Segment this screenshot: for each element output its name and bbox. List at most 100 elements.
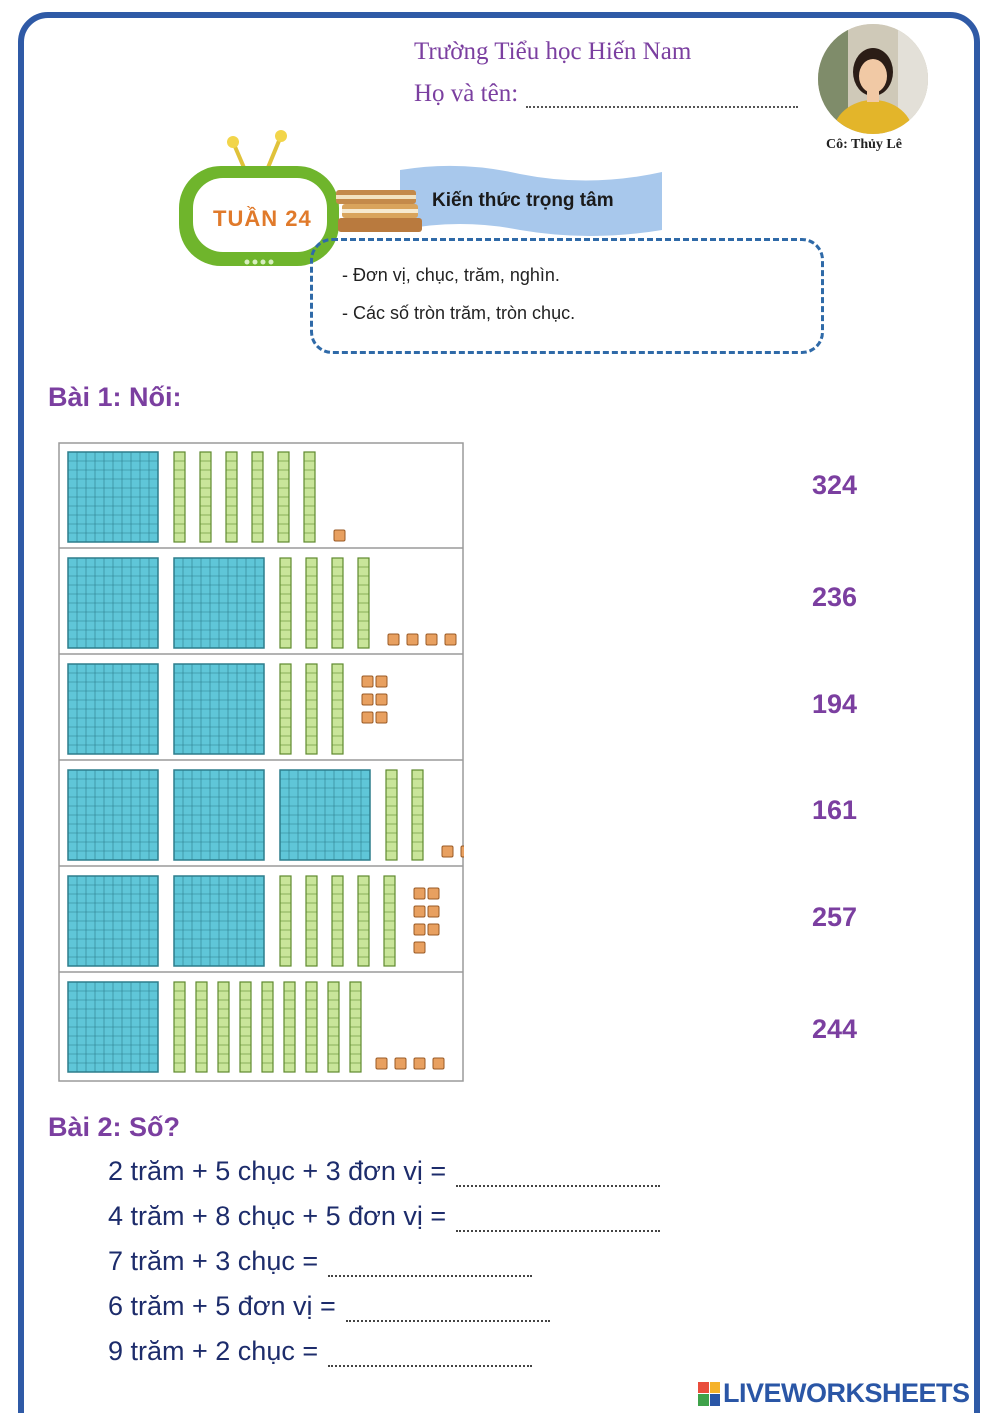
ten-rod [331, 663, 344, 755]
liveworksheets-logo-icon [698, 1381, 720, 1406]
answer-number[interactable]: 236 [812, 582, 858, 612]
hundred-block [67, 663, 159, 755]
hundred-block [67, 981, 159, 1073]
tv-icon [179, 130, 339, 266]
week-label: TUẦN 24 [213, 206, 312, 231]
answer-field[interactable] [345, 1308, 550, 1322]
ten-rod [411, 769, 424, 861]
ten-rod [383, 875, 396, 967]
equation-row: 2 trăm + 5 chục + 3 đơn vị = [108, 1156, 661, 1187]
unit-cube [387, 633, 400, 646]
hundred-block [67, 875, 159, 967]
hundred-block [173, 557, 265, 649]
teacher-name: Cô: Thủy Lê [826, 137, 902, 152]
ten-rod [305, 981, 318, 1073]
unit-cube [460, 845, 464, 858]
unit-cube [361, 675, 374, 688]
teacher-avatar [818, 24, 928, 134]
brand-name: LIVEWORKSHEETS [723, 1378, 970, 1408]
equation-text: 9 trăm + 2 chục = [108, 1336, 319, 1366]
ten-rod [277, 451, 290, 543]
unit-cube [375, 711, 388, 724]
student-name-row: Họ và tên: [414, 80, 799, 108]
ten-rod [239, 981, 252, 1073]
student-name-field[interactable] [526, 90, 799, 108]
answer-number[interactable]: 324 [812, 470, 858, 500]
ten-rod [173, 451, 186, 543]
ten-rod [357, 875, 370, 967]
ten-rod [251, 451, 264, 543]
ten-rod [327, 981, 340, 1073]
answer-field[interactable] [328, 1353, 533, 1367]
ten-rod [279, 557, 292, 649]
unit-cube [394, 1057, 407, 1070]
key-point: - Các số tròn trăm, tròn chục. [342, 303, 576, 323]
ten-rod [217, 981, 230, 1073]
ten-rod [261, 981, 274, 1073]
hundred-block [173, 875, 265, 967]
ten-rod [225, 451, 238, 543]
unit-cube [333, 529, 346, 542]
answer-field[interactable] [328, 1263, 533, 1277]
unit-cube [361, 711, 374, 724]
key-point: - Đơn vị, chục, trăm, nghìn. [342, 265, 560, 285]
exercise-2-title: Bài 2: Số? [48, 1112, 181, 1142]
unit-cube [375, 1057, 388, 1070]
unit-cube [375, 693, 388, 706]
equation-text: 2 trăm + 5 chục + 3 đơn vị = [108, 1156, 447, 1186]
ten-rod [283, 981, 296, 1073]
blocks-table-border [58, 442, 464, 1082]
equation-row: 9 trăm + 2 chục = [108, 1336, 533, 1367]
hundred-block [67, 769, 159, 861]
unit-cube [444, 633, 457, 646]
school-name: Trường Tiểu học Hiến Nam [414, 38, 692, 65]
hundred-block [173, 663, 265, 755]
unit-cube [427, 923, 440, 936]
liveworksheets-brand: LIVEWORKSHEETS [698, 1378, 970, 1409]
exercise-1-title: Bài 1: Nối: [48, 382, 182, 412]
equation-row: 4 trăm + 8 chục + 5 đơn vị = [108, 1201, 661, 1232]
ten-rod [279, 663, 292, 755]
hundred-block [173, 769, 265, 861]
ten-rod [357, 557, 370, 649]
equation-text: 6 trăm + 5 đơn vị = [108, 1291, 336, 1321]
ten-rod [349, 981, 362, 1073]
base-ten-blocks-table [58, 442, 464, 1082]
ten-rod [173, 981, 186, 1073]
ten-rod [303, 451, 316, 543]
equation-row: 7 trăm + 3 chục = [108, 1246, 533, 1277]
key-points-box [310, 238, 824, 354]
answer-number[interactable]: 161 [812, 795, 858, 825]
banner-title: Kiến thức trọng tâm [432, 190, 614, 211]
ten-rod [305, 875, 318, 967]
answer-number[interactable]: 194 [812, 689, 858, 719]
hundred-block [279, 769, 371, 861]
ten-rod [305, 557, 318, 649]
unit-cube [441, 845, 454, 858]
ribbon-banner [400, 165, 662, 236]
unit-cube [425, 633, 438, 646]
ten-rod [305, 663, 318, 755]
unit-cube [361, 693, 374, 706]
unit-cube [413, 923, 426, 936]
answer-field[interactable] [456, 1218, 661, 1232]
unit-cube [432, 1057, 445, 1070]
unit-cube [375, 675, 388, 688]
ten-rod [331, 875, 344, 967]
ten-rod [385, 769, 398, 861]
equation-row: 6 trăm + 5 đơn vị = [108, 1291, 550, 1322]
hundred-block [67, 451, 159, 543]
unit-cube [413, 887, 426, 900]
unit-cube [427, 887, 440, 900]
answer-number[interactable]: 244 [812, 1014, 858, 1044]
ten-rod [279, 875, 292, 967]
ten-rod [195, 981, 208, 1073]
books-icon [336, 190, 422, 232]
unit-cube [406, 633, 419, 646]
unit-cube [413, 1057, 426, 1070]
answer-number[interactable]: 257 [812, 902, 858, 932]
answer-field[interactable] [456, 1173, 661, 1187]
equation-text: 4 trăm + 8 chục + 5 đơn vị = [108, 1201, 447, 1231]
unit-cube [427, 905, 440, 918]
equation-text: 7 trăm + 3 chục = [108, 1246, 319, 1276]
